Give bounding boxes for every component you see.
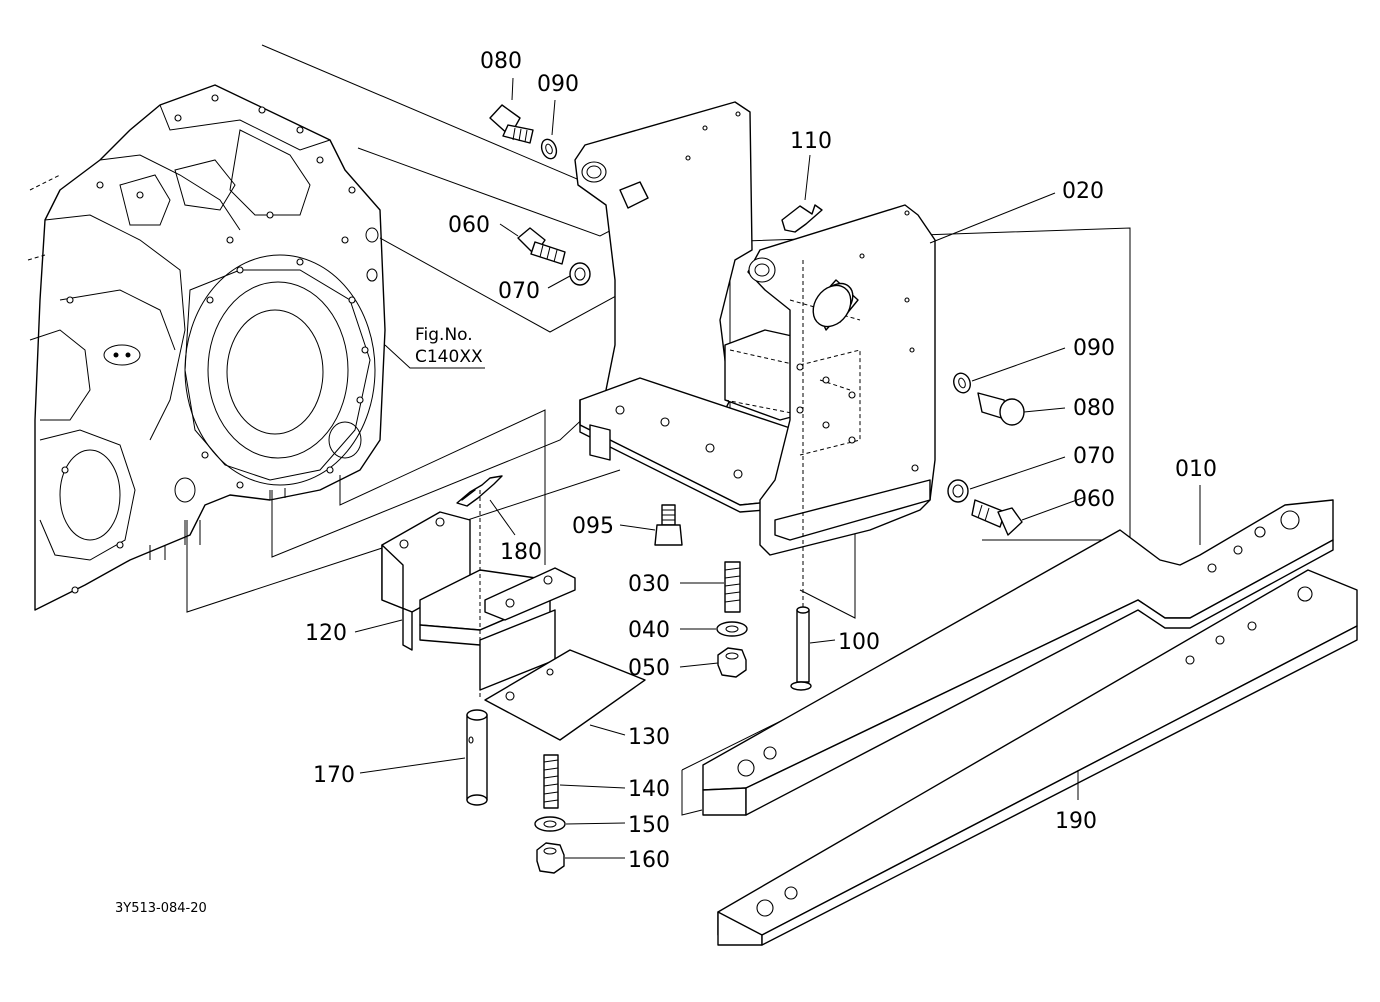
pin-110 (781, 204, 823, 233)
callout-080-upper: 080 (480, 49, 522, 74)
collar-bushing (812, 279, 859, 331)
drawing-code: 3Y513-084-20 (115, 901, 207, 916)
figure-ref-line1: Fig.No. (415, 325, 473, 345)
callout-010: 010 (1175, 457, 1217, 482)
pin-170 (466, 709, 488, 806)
callout-050: 050 (628, 656, 670, 681)
plate-130 (484, 649, 646, 741)
washer-090-upper (540, 138, 558, 160)
callout-070-upper: 070 (498, 279, 540, 304)
callout-labels: 080 090 110 020 060 070 090 080 070 010 … (305, 49, 1217, 873)
callout-190: 190 (1055, 809, 1097, 834)
callout-095: 095 (572, 514, 614, 539)
washer-090-lower (953, 372, 971, 394)
bolt-060-upper (517, 227, 566, 265)
callout-130: 130 (628, 725, 670, 750)
bolt-060-lower (971, 499, 1023, 536)
callout-120: 120 (305, 621, 347, 646)
figure-reference: Fig.No. C140XX (415, 325, 483, 367)
bolt-080-upper (489, 104, 534, 144)
stud-140 (543, 754, 559, 809)
callout-090-lower: 090 (1073, 336, 1115, 361)
callout-030: 030 (628, 572, 670, 597)
bolt-080-lower (977, 392, 1025, 426)
nut-160 (536, 842, 565, 874)
spacer-070-lower (947, 479, 969, 503)
transmission-housing (27, 84, 386, 611)
spacer-070-upper (569, 262, 591, 286)
callout-leaders (354, 77, 1201, 859)
callout-180: 180 (500, 540, 542, 565)
clip-180 (456, 475, 503, 507)
drawbar-010 (702, 499, 1334, 816)
callout-090-upper: 090 (537, 72, 579, 97)
bolt-095 (654, 504, 683, 546)
spacer-tube-upper (619, 181, 649, 209)
callout-100: 100 (838, 630, 880, 655)
callout-020: 020 (1062, 179, 1104, 204)
callout-040: 040 (628, 618, 670, 643)
stud-030 (724, 561, 741, 613)
callout-160: 160 (628, 848, 670, 873)
callout-060-lower: 060 (1073, 487, 1115, 512)
pin-100 (790, 260, 812, 691)
callout-080-lower: 080 (1073, 396, 1115, 421)
bracket-120 (381, 490, 576, 700)
right-mounting-bracket (747, 204, 936, 556)
callout-110: 110 (790, 129, 832, 154)
callout-150: 150 (628, 813, 670, 838)
callout-140: 140 (628, 777, 670, 802)
callout-070-lower: 070 (1073, 444, 1115, 469)
drawbar-190 (717, 569, 1358, 946)
figure-ref-line2: C140XX (415, 347, 483, 367)
nut-050 (717, 647, 747, 678)
callout-060-upper: 060 (448, 213, 490, 238)
callout-170: 170 (313, 763, 355, 788)
washer-040 (716, 621, 748, 637)
washer-150 (534, 816, 566, 832)
housing-bolt-holes (61, 94, 369, 594)
